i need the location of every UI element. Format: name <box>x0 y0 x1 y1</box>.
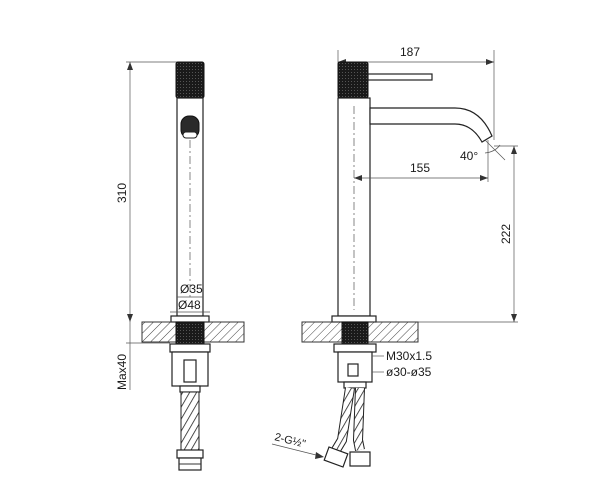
braided-hose <box>180 391 200 451</box>
hose-right-nut <box>349 451 371 467</box>
diam-top-label: Ø35 <box>180 282 203 296</box>
spout-height-arrow-up <box>511 146 517 154</box>
spout <box>369 107 493 143</box>
spout-reach-arrow-right <box>480 175 488 181</box>
side-countertop-right <box>367 321 419 343</box>
fixing-washer <box>169 343 211 353</box>
spout-reach-label: 155 <box>410 161 430 175</box>
hole-label: ø30-ø35 <box>386 365 432 379</box>
braided-hose-right <box>353 387 364 451</box>
reach-label: 187 <box>400 45 420 59</box>
countertop-right <box>203 321 245 343</box>
hose-leader-arrow <box>315 452 324 459</box>
nut-bottom <box>179 385 201 393</box>
handle-lever <box>367 73 433 81</box>
side-base-ring <box>331 315 377 323</box>
base-ring <box>170 315 210 323</box>
side-nut-bottom <box>343 381 367 389</box>
angle-label: 40° <box>460 149 478 163</box>
handle-knob <box>175 61 205 99</box>
braided-hose-left <box>332 387 354 453</box>
aerator <box>182 131 198 139</box>
height-label: 310 <box>115 183 129 203</box>
hose-left-nut <box>323 446 349 468</box>
side-view: 187 40° 155 222 <box>271 45 518 468</box>
diam-base-label: Ø48 <box>178 298 201 312</box>
threaded-shank <box>175 321 205 345</box>
side-handle-knob <box>337 61 369 99</box>
hose-label: 2-G½" <box>273 431 306 450</box>
spout-height-label: 222 <box>499 224 513 244</box>
thread-label: M30x1.5 <box>386 349 432 363</box>
side-threaded-shank <box>341 321 369 345</box>
side-fixing-washer <box>333 343 377 353</box>
max-thickness-label: Max40 <box>115 354 129 390</box>
side-nut-slot <box>347 363 359 377</box>
side-countertop-left <box>301 321 343 343</box>
hose-fitting <box>176 449 204 459</box>
spout-height-arrow-down <box>511 314 517 322</box>
front-view: 310 Max40 Ø35 Ø48 <box>115 61 245 471</box>
arrow-down <box>127 314 133 322</box>
countertop-left <box>141 321 177 343</box>
hose-leader <box>271 443 321 457</box>
arrow-up <box>127 62 133 70</box>
spout-reach-arrow-left <box>354 175 362 181</box>
nut-slot <box>183 359 197 383</box>
reach-arrow-right <box>486 59 494 65</box>
